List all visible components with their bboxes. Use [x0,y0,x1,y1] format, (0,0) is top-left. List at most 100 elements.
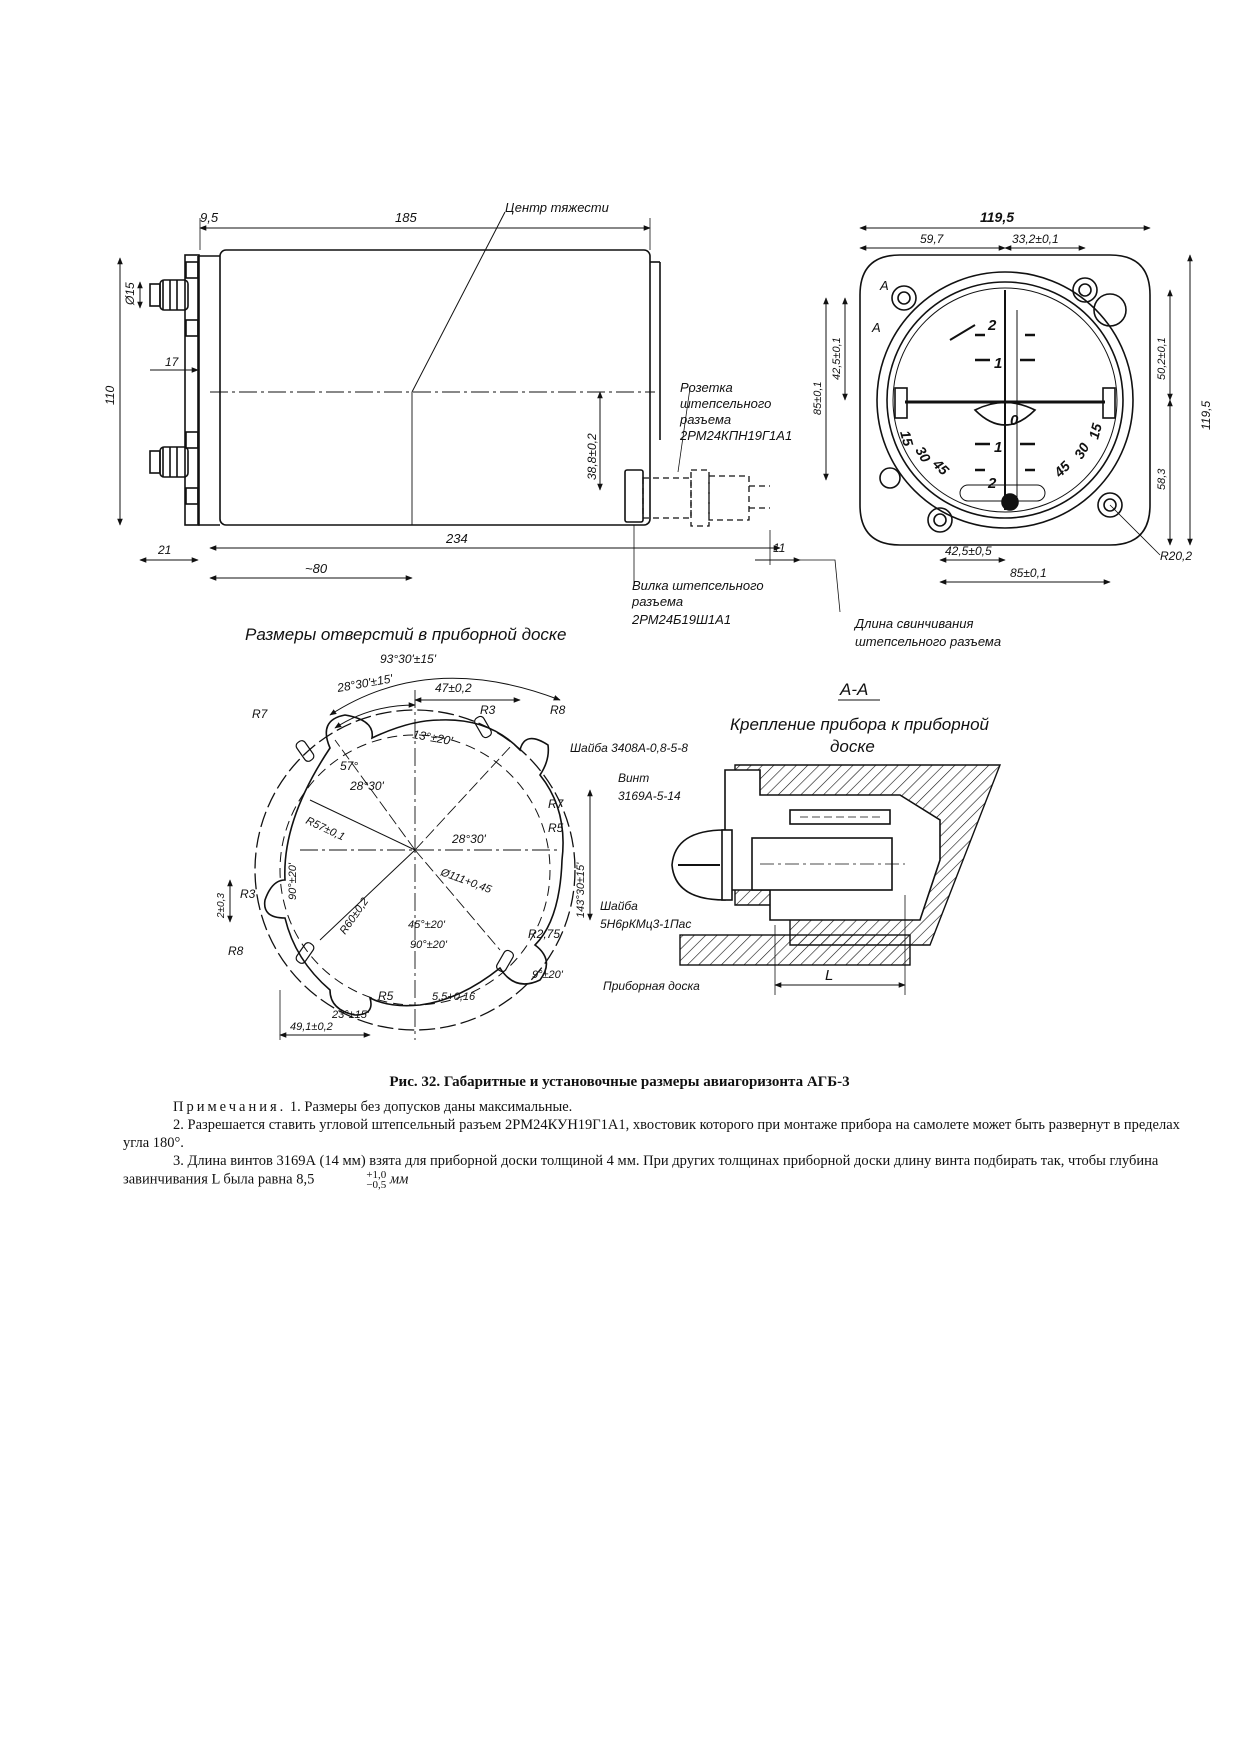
r8-left: R8 [228,944,244,958]
note-3-unit: мм [389,1171,409,1188]
dim-d111: Ø111+0,45 [438,866,494,896]
r8-right: R8 [550,703,566,717]
r5-right: R5 [548,821,564,835]
plug-label-1: Вилка штепсельного [632,578,764,593]
cutout-outline [263,714,564,1016]
dim-90-h: 90°±20' [410,939,448,951]
note-3-text: 3. Длина винтов 3169А (14 мм) взята для … [123,1153,1159,1188]
r7-left: R7 [252,707,269,721]
dim-r57: R57±0,1 [304,815,347,843]
pitch-mark-2: 1 [994,355,1002,372]
screw-label-1: Винт [618,771,649,785]
center-of-gravity-label: Центр тяжести [505,200,609,215]
mounting-hole-bl [927,507,953,533]
r5-bottom: R5 [378,989,394,1003]
dim-11: 11 [773,541,785,555]
plug-label-2: разъема [631,594,683,609]
dim-28-30-a: 28°30' [349,779,384,793]
pitch-mark-3: 0 [1010,412,1019,429]
dim-l: L [825,967,833,984]
tolerance-lower: −0,5 [366,1179,387,1191]
dim-33-2: 33,2±0,1 [1012,232,1059,246]
cutout-view-labels: 93°30'±15' 28°30'±15' 47±0,2 R7 R3 R8 13… [216,652,587,1033]
notes-block: Примечания. 1. Размеры без допусков даны… [123,1098,1183,1191]
knob-bottom [149,446,189,478]
socket-label-2: штепсельного [680,396,771,411]
bank-right-45: 45 [1050,458,1073,481]
dim-d15: Ø15 [123,282,137,306]
socket-label-3: разъема [679,412,731,427]
note-3: 3. Длина винтов 3169А (14 мм) взята для … [123,1152,1183,1191]
dim-28-30-b: 28°30' [451,832,486,846]
section-title: A-A [839,680,868,699]
screw-label-2: 3169А-5-14 [618,789,681,803]
r3: R3 [480,703,496,717]
dim-93-30: 93°30'±15' [380,652,437,666]
plug-label-3: 2РМ24Б19Ш1А1 [631,612,731,627]
pitch-mark-4: 1 [994,439,1002,456]
dim-42-5-h: 42,5±0,5 [945,544,992,558]
bank-left-45: 45 [929,455,952,478]
dim-r60: R60±0,2 [338,896,372,937]
dim-90-v: 90°±20' [287,862,299,900]
dim-50-2: 50,2±0,1 [1156,337,1168,380]
section-subtitle-2: доске [830,737,875,756]
dim-119-5-top: 119,5 [980,209,1014,225]
section-view [671,764,1002,995]
pitch-mark-5: 2 [987,475,997,492]
side-view-labels: 9,5 185 Центр тяжести Ø15 17 110 38,8±0,… [103,200,1001,649]
note-1: Примечания. 1. Размеры без допусков даны… [123,1098,1183,1116]
dim-47: 47±0,2 [435,681,472,695]
side-view [117,211,841,613]
notes-heading: Примечания. [173,1099,287,1115]
front-view-labels: 119,5 59,7 33,2±0,1 42,5±0,1 85±0,1 50,2… [812,209,1213,580]
mounting-hole-tr [1072,277,1098,303]
dim-38-8: 38,8±0,2 [585,433,599,480]
dim-110: 110 [103,386,117,405]
knob-top [149,279,189,311]
mounting-hole-br [1097,492,1123,518]
dim-85-v: 85±0,1 [812,381,824,415]
screw-length-2: штепсельного разъема [855,634,1001,649]
instrument-body [219,249,651,526]
dim-r20-2: R20,2 [1160,549,1192,563]
section-view-labels: A-A Крепление прибора к приборной доске … [570,680,990,993]
dim-57: 57° [340,759,358,773]
dim-119-5-right: 119,5 [1199,401,1213,430]
r7-right: R7 [548,797,565,811]
pitch-mark-1: 2 [987,317,997,334]
washer-1-label: Шайба 3408А-0,8-5-8 [570,741,688,755]
connector-plug [624,469,644,523]
section-mark-a-1: A [879,278,889,293]
dial-bezel [876,271,1134,529]
panel-label: Приборная доска [603,979,700,993]
note-1-text: 1. Размеры без допусков даны максимальны… [289,1099,573,1115]
dim-234: 234 [445,531,468,546]
front-view [823,225,1193,585]
dim-23: 23°±15' [331,1009,370,1021]
socket-label-4: 2РМ24КПН19Г1А1 [679,428,792,443]
dim-58-3: 58,3 [1156,468,1168,490]
socket-label-1: Розетка [680,380,733,395]
note-2: 2. Разрешается ставить угловой штепсельн… [123,1117,1180,1151]
cutout-view [227,677,593,1040]
dim-28-30-top: 28°30'±15' [335,671,394,695]
figure-caption: Рис. 32. Габаритные и установочные разме… [389,1074,850,1090]
dim-17: 17 [165,355,180,369]
mounting-hole-tl [891,285,917,311]
dim-45: 45°±20' [408,919,446,931]
washer-2-label-b: 5Н6рКМц3-1Пас [600,917,691,931]
dim-59-7: 59,7 [920,232,945,246]
bank-left-15: 15 [897,429,917,448]
tolerance-fraction: +1,0−0,5 [316,1170,387,1191]
screw-length-1: Длина свинчивания [853,616,973,631]
cutout-title: Размеры отверстий в приборной доске [245,625,566,644]
ball-indicator [1001,493,1019,511]
dim-49-1: 49,1±0,2 [290,1021,333,1033]
dim-185: 185 [395,210,417,225]
dim-80: ~80 [305,561,328,576]
front-flange [859,254,1151,546]
dim-21: 21 [157,543,171,557]
dim-5-5: 5,5+0,16 [432,991,476,1003]
dim-9-5: 9,5 [200,210,219,225]
